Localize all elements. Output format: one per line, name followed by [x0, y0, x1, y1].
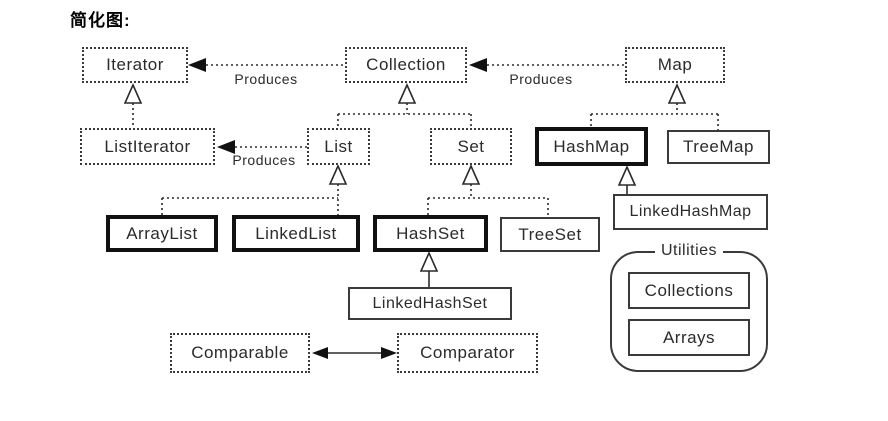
- node-collections-label: Collections: [644, 280, 734, 300]
- node-treemap-label: TreeMap: [683, 137, 754, 156]
- node-hashset-label: HashSet: [396, 223, 465, 243]
- produces-label-list-listiterator: Produces: [232, 152, 296, 168]
- node-comparator: Comparator: [397, 333, 538, 373]
- edge-comparable-comparator: [312, 347, 397, 359]
- utilities-group-label: Utilities: [654, 242, 724, 260]
- edge-arraylist-linkedlist-implement-list: [161, 164, 348, 215]
- node-set: Set: [430, 128, 512, 165]
- node-hashset: HashSet: [373, 215, 488, 252]
- node-arrays-label: Arrays: [662, 327, 716, 347]
- node-linkedlist-label: LinkedList: [255, 223, 337, 243]
- node-arraylist: ArrayList: [106, 215, 218, 252]
- edge-hashmap-treemap-implement-map: [590, 83, 719, 130]
- edge-collection-produces-iterator: [188, 58, 345, 72]
- node-arraylist-label: ArrayList: [126, 223, 198, 243]
- node-hashmap: HashMap: [535, 127, 648, 166]
- node-linkedhashset-label: LinkedHashSet: [372, 294, 488, 312]
- node-listiterator: ListIterator: [80, 128, 215, 165]
- node-set-label: Set: [457, 136, 485, 156]
- node-listiterator-label: ListIterator: [104, 136, 191, 156]
- node-comparator-label: Comparator: [420, 343, 515, 362]
- edge-linkedhashset-extends-hashset: [419, 251, 439, 287]
- node-comparable: Comparable: [170, 333, 310, 373]
- node-linkedlist: LinkedList: [232, 215, 360, 252]
- node-arrays: Arrays: [628, 319, 750, 356]
- node-map-label: Map: [657, 55, 693, 74]
- node-linkedhashmap-label: LinkedHashMap: [629, 203, 752, 220]
- node-map: Map: [625, 47, 725, 83]
- edge-linkedhashmap-extends-hashmap: [617, 165, 637, 194]
- node-iterator: Iterator: [82, 47, 188, 83]
- node-collection-label: Collection: [366, 55, 446, 74]
- node-linkedhashset: LinkedHashSet: [348, 287, 512, 320]
- node-treeset-label: TreeSet: [518, 224, 582, 244]
- node-iterator-label: Iterator: [106, 55, 164, 74]
- node-list-label: List: [324, 136, 353, 156]
- node-collection: Collection: [345, 47, 467, 83]
- node-collections: Collections: [628, 272, 750, 309]
- node-list: List: [307, 128, 370, 165]
- edge-listiterator-extends-iterator: [123, 83, 143, 128]
- produces-label-map-collection: Produces: [509, 71, 573, 87]
- edge-map-produces-collection: [469, 58, 625, 72]
- node-linkedhashmap: LinkedHashMap: [613, 194, 768, 230]
- node-treeset: TreeSet: [500, 217, 600, 252]
- page-title: 简化图:: [70, 11, 131, 30]
- node-comparable-label: Comparable: [191, 343, 289, 362]
- edge-hashset-treeset-implement-set: [427, 164, 549, 217]
- edge-list-set-extend-collection: [337, 83, 472, 128]
- produces-label-collection-iterator: Produces: [234, 71, 298, 87]
- node-hashmap-label: HashMap: [553, 136, 630, 156]
- node-treemap: TreeMap: [667, 130, 770, 164]
